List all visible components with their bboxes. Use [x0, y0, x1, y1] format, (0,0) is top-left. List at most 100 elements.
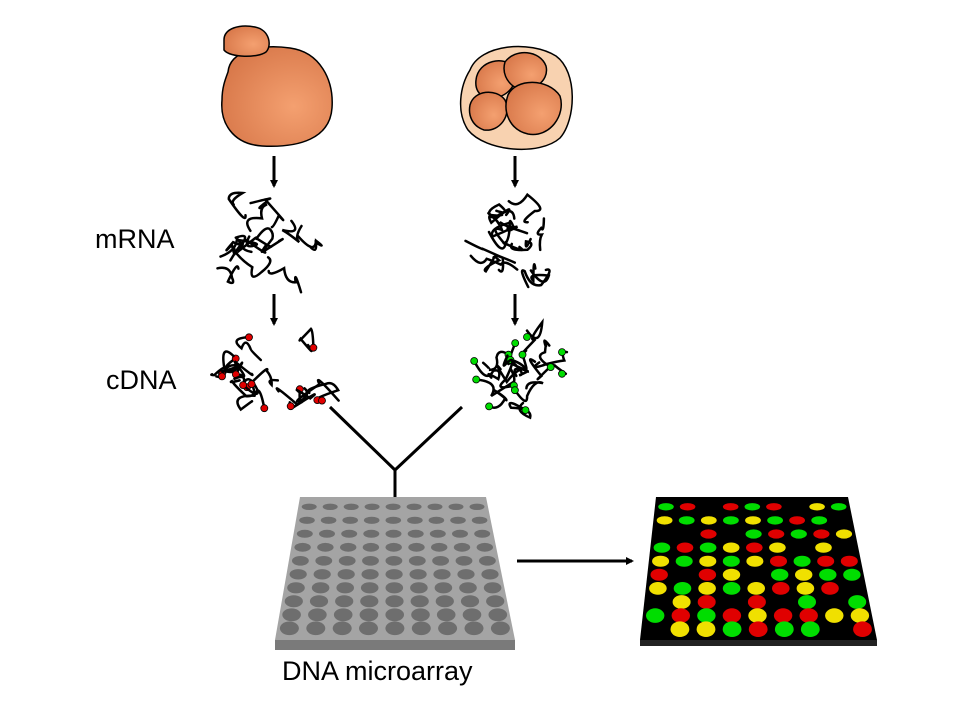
result-spot	[744, 503, 761, 511]
strand	[536, 217, 546, 252]
result-spot	[850, 608, 870, 623]
ascus-cell-icon	[459, 45, 573, 151]
result-spot	[795, 568, 813, 581]
array-well	[362, 542, 380, 552]
array-well	[385, 621, 405, 636]
dye-dot	[470, 357, 479, 365]
strand	[223, 357, 246, 378]
array-well	[462, 608, 482, 622]
array-well	[340, 542, 357, 552]
array-well	[313, 569, 331, 580]
dye-dot	[318, 396, 326, 405]
dye-dot	[472, 375, 481, 384]
result-spot	[676, 542, 694, 553]
result-spot	[722, 542, 740, 553]
result-spot	[843, 568, 861, 581]
dye-dot	[245, 333, 253, 342]
cdna-label: cDNA	[106, 365, 177, 395]
merge-lines	[328, 405, 464, 473]
array-well	[410, 595, 429, 608]
array-well	[427, 503, 443, 510]
result-spot	[698, 582, 716, 595]
strand	[229, 379, 256, 398]
array-well	[481, 569, 499, 580]
result-spot	[768, 529, 785, 539]
result-spot	[747, 595, 766, 609]
array-well	[360, 582, 379, 594]
result-spot	[835, 529, 853, 539]
result-spot	[789, 516, 805, 525]
array-well	[469, 503, 485, 510]
result-spot	[652, 555, 670, 567]
array-well	[448, 503, 464, 510]
array-well	[429, 529, 446, 538]
array-well	[296, 529, 313, 538]
strand	[481, 350, 510, 372]
dye-dot	[218, 372, 226, 381]
strand	[538, 339, 552, 369]
strand	[281, 219, 303, 244]
result-spot	[722, 582, 741, 595]
result-spot	[766, 503, 782, 511]
array-well	[452, 529, 468, 538]
array-well	[459, 582, 477, 594]
array-well	[309, 595, 329, 608]
strand	[245, 367, 280, 389]
result-spot	[675, 555, 693, 567]
array-well	[490, 621, 510, 636]
result-spot	[767, 516, 783, 525]
result-spot	[798, 595, 816, 609]
array-well	[385, 503, 401, 510]
array-well	[411, 621, 431, 636]
strand	[472, 359, 501, 381]
array-well	[436, 608, 456, 622]
result-spot	[650, 568, 668, 581]
result-spot	[815, 542, 832, 553]
array-well	[432, 556, 449, 566]
result-spot	[646, 608, 665, 623]
dye-dot	[286, 402, 295, 411]
result-spot	[696, 621, 716, 637]
rna-strands	[210, 191, 569, 420]
array-well	[284, 595, 303, 608]
array-well	[455, 556, 473, 566]
array-well	[479, 556, 496, 566]
strand	[469, 254, 519, 271]
result-spot	[800, 621, 820, 637]
result-spot	[821, 582, 839, 595]
array-well	[486, 595, 505, 608]
result-spot	[679, 503, 696, 511]
result-spot	[745, 529, 762, 539]
strand	[296, 234, 323, 251]
array-well	[294, 542, 311, 552]
strand	[529, 263, 551, 284]
result-spot	[671, 608, 690, 623]
result-spot	[748, 608, 767, 623]
array-well	[322, 503, 338, 510]
array-well	[332, 621, 352, 636]
result-spot	[774, 621, 794, 637]
result-spot	[672, 595, 691, 609]
strand	[267, 266, 303, 294]
strand	[496, 353, 528, 385]
result-spot	[840, 555, 858, 567]
strand	[236, 389, 266, 412]
array-well	[457, 569, 475, 580]
array-well	[338, 556, 356, 566]
strand	[487, 203, 516, 220]
array-well	[438, 621, 458, 636]
strand	[225, 240, 243, 256]
array-well	[431, 542, 448, 552]
array-well	[361, 569, 379, 580]
mrna-label: mRNA	[95, 224, 175, 254]
result-spot	[697, 595, 716, 609]
result-spot	[796, 582, 815, 595]
array-well	[411, 608, 430, 622]
array-well	[319, 529, 335, 538]
array-well	[362, 556, 379, 566]
result-spot	[699, 555, 717, 567]
strand	[528, 358, 568, 381]
array-well	[385, 608, 405, 622]
result-spot	[848, 595, 867, 609]
result-spot	[678, 516, 695, 525]
